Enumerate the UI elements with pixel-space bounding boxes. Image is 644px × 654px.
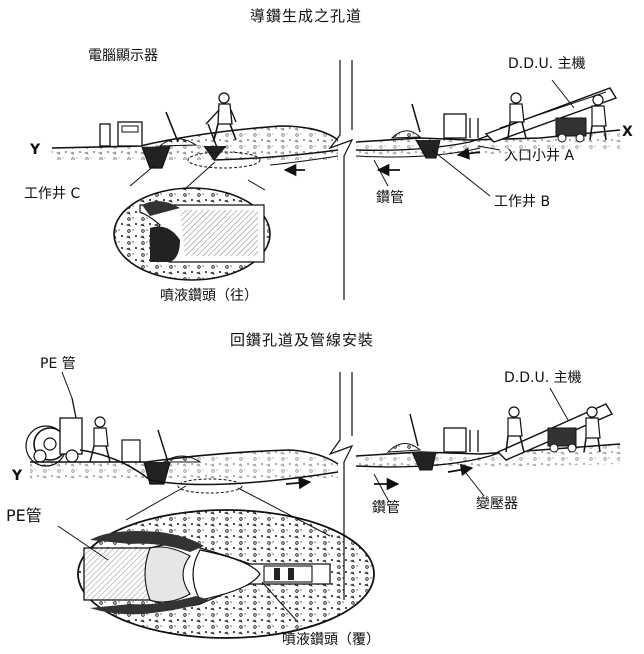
- work-pit-c: [141, 145, 171, 169]
- top-panel-title: 導鑽生成之孔道: [250, 7, 363, 25]
- soil-pile-right: [390, 130, 422, 139]
- break-mark-bottom: [328, 372, 354, 600]
- x-marker-top: X: [622, 124, 633, 140]
- top-panel: [51, 60, 621, 300]
- leader-ddu-top: [551, 79, 575, 109]
- jet-head-label-bottom: 噴液鑽頭（覆）: [282, 632, 380, 648]
- arrow-bottom-left: [285, 476, 312, 490]
- leader-pit-b: [431, 149, 491, 197]
- break-mark-top: [328, 100, 354, 300]
- pe-pipe-reel: [25, 397, 83, 467]
- pe-pipe-path: [79, 449, 339, 486]
- bottom-panel: [25, 371, 621, 639]
- worker-figure-bottom-left: [89, 416, 111, 463]
- soil-pile: [158, 138, 198, 147]
- arrow-bottom-right-2: [447, 463, 474, 477]
- computer-display-label: 電腦顯示器: [88, 48, 158, 64]
- ddu-rig-bottom: [496, 403, 614, 461]
- leader-pe-pipe-top: [61, 371, 73, 399]
- work-pit-b: [415, 139, 441, 159]
- leader-drill-pipe-top: [373, 159, 389, 187]
- entry-pit-label: 入口小井 A: [504, 148, 575, 164]
- work-pit-b-label: 工作井 B: [494, 194, 551, 210]
- work-pit-c-label: 工作井 C: [24, 186, 81, 202]
- ddu-label-bottom: D.D.U. 主機: [504, 370, 582, 386]
- bore-zone-bottom: [177, 478, 243, 494]
- drill-pipe-label-bottom: 鑽管: [372, 500, 400, 516]
- bore-path-left: [213, 149, 339, 161]
- y-marker-bottom: Y: [12, 468, 23, 484]
- tank-right: [443, 113, 467, 139]
- drill-path-right-bottom: [355, 431, 561, 468]
- shovel: [165, 111, 179, 143]
- jet-head-label-top: 噴液鑽頭（往）: [160, 288, 258, 304]
- transformer-label: 變壓器: [476, 496, 518, 512]
- leader-ddu-bottom: [549, 387, 569, 421]
- leader-transformer: [461, 467, 485, 497]
- bore-zone-top: [187, 151, 261, 169]
- pe-pipe-label-detail: PE管: [6, 506, 42, 525]
- drill-pipe-label-top: 鑽管: [376, 190, 404, 206]
- leader-drill-pipe-bottom: [373, 473, 389, 501]
- ground-fill-left: [52, 126, 338, 160]
- leader-jet-head-bottom: [261, 581, 297, 621]
- bottom-panel-title: 回鑽孔道及管線安裝: [230, 331, 375, 349]
- y-marker-top: Y: [30, 142, 41, 158]
- drill-head-detail-top: [113, 161, 271, 281]
- pe-pipe-label-top: PE 管: [40, 356, 76, 372]
- leader-entry-pit: [477, 145, 501, 151]
- cabinet-bottom-left: [121, 439, 141, 463]
- arrow-right-2: [456, 147, 481, 160]
- cabinet-small: [99, 123, 111, 147]
- ddu-rig-top: [484, 87, 618, 143]
- drill-head-detail-bottom: [77, 485, 375, 639]
- transformer-box: [443, 427, 467, 453]
- ddu-label-top: D.D.U. 主機: [508, 56, 586, 72]
- worker-figure-top-left: [205, 92, 237, 151]
- leader-pit-c: [129, 164, 156, 187]
- pit-bottom-left: [143, 461, 171, 485]
- leader-pe-detail: [57, 525, 109, 561]
